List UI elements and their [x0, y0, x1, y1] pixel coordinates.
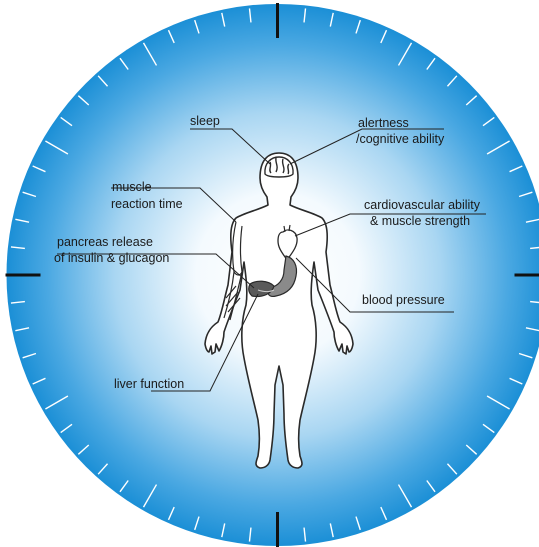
label-muscle-line2: reaction time	[111, 197, 183, 211]
label-sleep: sleep	[190, 114, 220, 128]
label-cardio-line1: cardiovascular ability	[364, 198, 481, 212]
label-muscle-line1: muscle	[112, 180, 152, 194]
label-blood-pressure: blood pressure	[362, 293, 445, 307]
label-alertness-line1: alertness	[358, 116, 409, 130]
label-alertness-line2: /cognitive ability	[356, 132, 445, 146]
label-pancreas-line2: of insulin & glucagon	[54, 251, 169, 265]
label-pancreas-line1: pancreas release	[57, 235, 153, 249]
label-cardio-line2: & muscle strength	[370, 214, 470, 228]
label-liver-function: liver function	[114, 377, 184, 391]
brain-icon	[265, 157, 293, 177]
